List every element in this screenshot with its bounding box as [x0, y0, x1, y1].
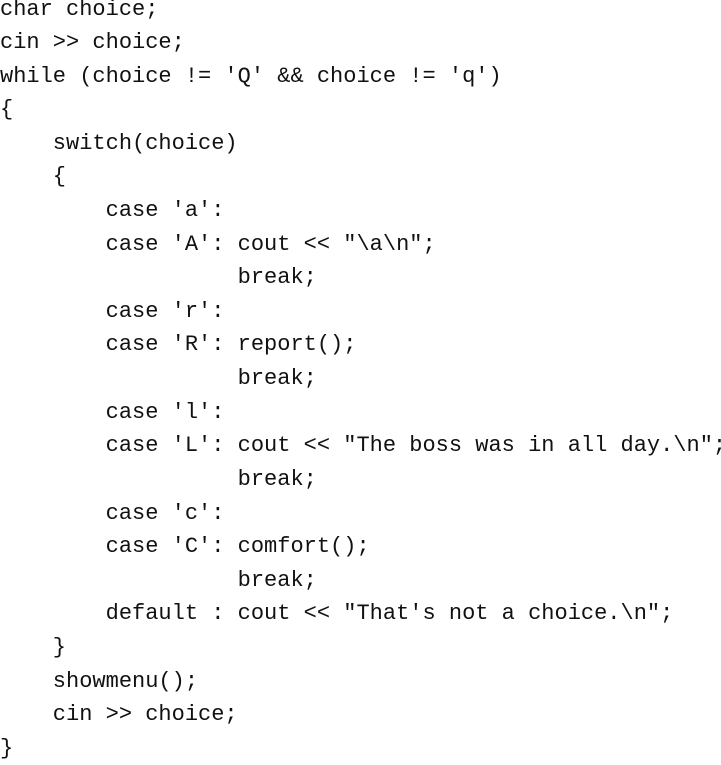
code-line: case 'L': cout << "The boss was in all d…: [0, 433, 721, 458]
code-line: }: [0, 635, 67, 660]
code-line: case 'C': comfort();: [0, 534, 370, 559]
code-line: break;: [0, 366, 317, 391]
code-line: case 'R': report();: [0, 332, 357, 357]
code-line: char choice;: [0, 0, 159, 22]
code-line: break;: [0, 467, 317, 492]
code-line: cin >> choice;: [0, 30, 185, 55]
code-line: default : cout << "That's not a choice.\…: [0, 601, 674, 626]
code-line: break;: [0, 265, 317, 290]
code-line: }: [0, 736, 14, 761]
code-line: case 'r':: [0, 299, 225, 324]
code-line: while (choice != 'Q' && choice != 'q'): [0, 64, 502, 89]
code-line: case 'A': cout << "\a\n";: [0, 232, 436, 257]
code-line: {: [0, 97, 14, 122]
code-line: case 'a':: [0, 198, 225, 223]
code-line: case 'c':: [0, 501, 225, 526]
code-line: {: [0, 164, 67, 189]
code-line: case 'l':: [0, 400, 225, 425]
code-line: cin >> choice;: [0, 702, 238, 727]
code-line: showmenu();: [0, 669, 199, 694]
code-line: break;: [0, 568, 317, 593]
code-line: switch(choice): [0, 131, 238, 156]
